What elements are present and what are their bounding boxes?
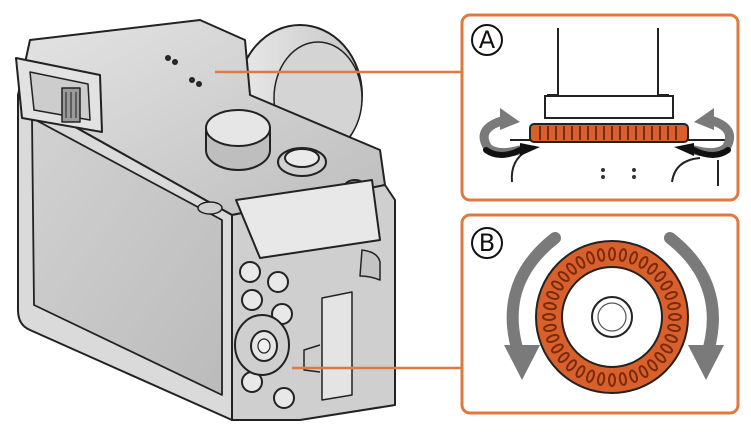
rear-dial-on-body [234, 314, 290, 376]
dial-knurl [596, 372, 606, 386]
dial-knurl [596, 248, 606, 262]
camera-body [15, 19, 396, 421]
dial-knurl [618, 372, 628, 386]
dial-knurl [664, 291, 678, 300]
dial-knurl [667, 323, 681, 333]
svg-text:B: B [479, 229, 495, 257]
callout-label-b: B [471, 227, 503, 259]
dial-knurl [668, 313, 682, 321]
dial-knurl [667, 301, 681, 311]
dial-knurl [654, 352, 667, 363]
dial-knurl [654, 271, 667, 282]
rotate-arrow-left-icon [479, 108, 540, 158]
dial-knurl [550, 280, 564, 291]
dial-knurl [638, 365, 649, 379]
dial-knurl [546, 334, 560, 343]
dial-knurl [575, 365, 586, 379]
rotate-arrow-right-icon [674, 108, 734, 158]
dial-knurl [618, 248, 628, 262]
port-cover [321, 291, 353, 401]
dial-knurl [586, 251, 595, 265]
dial-knurl [647, 359, 658, 372]
dial-knurl [566, 359, 577, 372]
dial-knurl [586, 369, 595, 383]
dial-knurl [575, 255, 586, 269]
top-dial-ring [529, 123, 689, 143]
callout-label-a: A [471, 24, 503, 56]
dial-knurl [557, 271, 570, 282]
callout-box-a: A [460, 13, 740, 202]
dial-knurl [660, 280, 674, 291]
lcd-screen [31, 117, 223, 396]
dial-knurl [550, 343, 564, 354]
dial-knurl [660, 343, 674, 354]
rear-button [273, 387, 295, 409]
rotate-ccw-arrow-icon [504, 232, 561, 380]
dial-knurl [557, 352, 570, 363]
dial-knurl [629, 369, 638, 383]
leader-lines [215, 70, 462, 370]
callout-box-b: B [460, 213, 740, 415]
dial-knurl [608, 373, 616, 387]
rotate-cw-arrow-icon [664, 232, 724, 380]
dial-knurl [542, 313, 556, 321]
dial-knurl [543, 301, 557, 311]
dial-knurl [664, 334, 678, 343]
rear-button [267, 271, 289, 293]
dial-knurl [608, 247, 616, 261]
dial-knurl [638, 255, 649, 269]
dial-knurl [629, 251, 638, 265]
svg-text:A: A [479, 26, 496, 54]
rear-button [241, 289, 263, 311]
dial-knurl [647, 262, 658, 275]
rear-dial-ring [535, 240, 689, 394]
dial-knurl [543, 323, 557, 333]
dial-knurl [546, 291, 560, 300]
dial-knurl [566, 262, 577, 275]
rear-button [239, 261, 261, 283]
thumb-rest [235, 179, 381, 259]
